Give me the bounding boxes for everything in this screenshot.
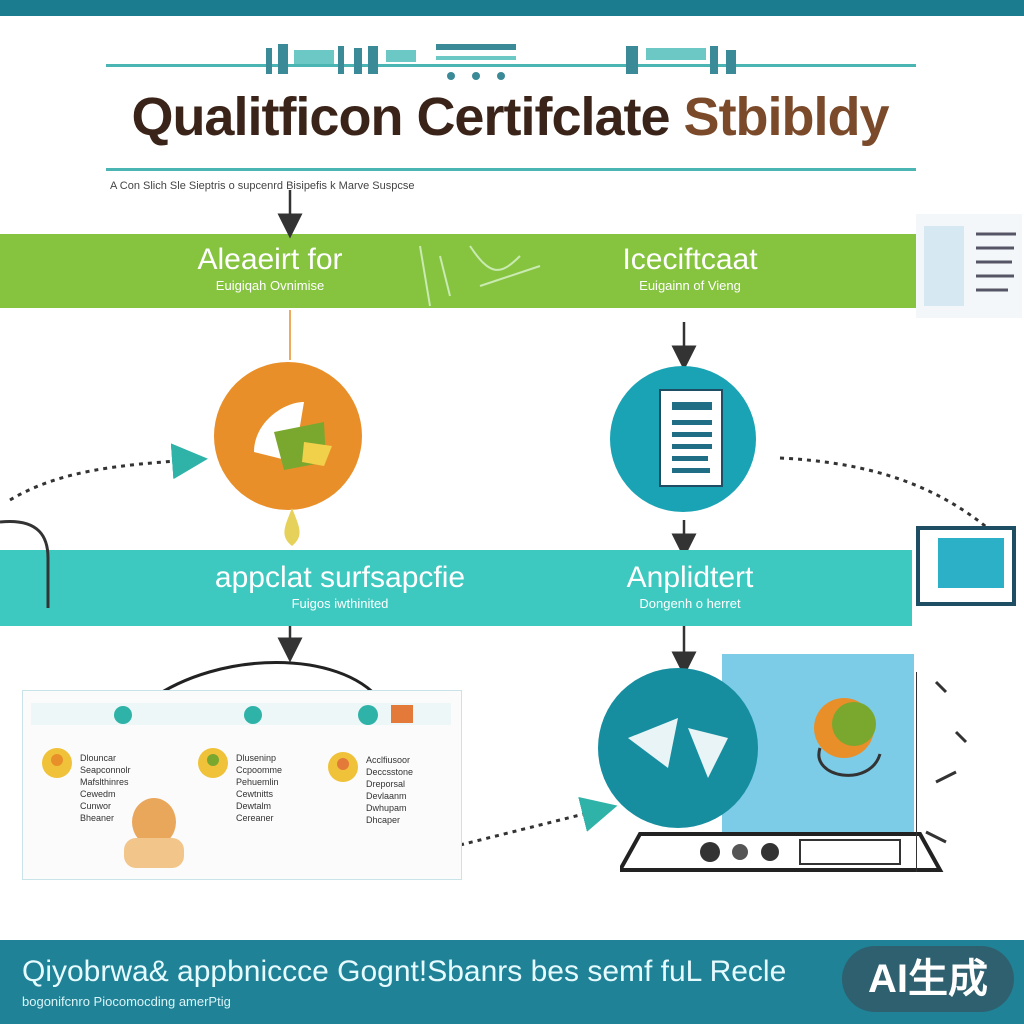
user-avatar-icon <box>42 748 72 778</box>
line: Dlouncar <box>80 753 117 763</box>
band-mid-right: Anplidtert Dongenh o herret <box>580 562 800 614</box>
title-part-3: Stbibldy <box>683 87 890 147</box>
line: Pehuemlin <box>236 777 279 787</box>
ai-generated-badge: AI生成 <box>842 946 1014 1012</box>
band-top-sketch <box>419 245 541 307</box>
band-mid-left-title: appclat surfsapcfie <box>214 561 466 594</box>
line: Mafslthinres <box>80 777 129 787</box>
band-top-left-title: Aleaeirt for <box>197 243 343 276</box>
header-decoration <box>106 44 916 80</box>
gear-icon <box>598 668 758 828</box>
band-mid-right-title: Anplidtert <box>626 561 754 594</box>
band-mid-right-sub: Dongenh o herret <box>639 596 741 611</box>
line: Cunwor <box>80 801 112 811</box>
line: Dluseninp <box>236 753 277 763</box>
footer-brand: Qiyobrwa& appbniccce Gognt!Sbanrs bes se… <box>22 955 787 988</box>
line: Devlaanm <box>366 791 407 801</box>
user-avatar-icon <box>198 748 228 778</box>
line: Seapconnolr <box>80 765 131 775</box>
person-illustration <box>124 798 184 868</box>
panel-toolbar <box>31 703 451 725</box>
line: Cewedm <box>80 789 116 799</box>
applications-panel <box>22 690 462 880</box>
laptop-base <box>620 832 944 872</box>
monitor-icon <box>916 526 1016 606</box>
user-avatar-icon <box>328 752 358 782</box>
line: Dewtalm <box>236 801 272 811</box>
calendar-icon <box>916 672 968 872</box>
band-top-left: Aleaeirt for Euigiqah Ovnimise <box>150 244 390 296</box>
panel-card-3-lines: Acclfiusoor Deccsstone Dreporsal Devlaan… <box>366 754 462 826</box>
band-top-right: Iceciftcaat Euigainn of Vieng <box>570 244 810 296</box>
band-top-right-sub: Euigainn of Vieng <box>639 278 741 293</box>
line: Acclfiusoor <box>366 755 411 765</box>
band-top-left-sub: Euigiqah Ovnimise <box>215 278 325 293</box>
stage-band-middle <box>0 550 912 626</box>
drop-icon <box>284 508 300 546</box>
line: Deccsstone <box>366 767 414 777</box>
leaf-icon <box>214 362 362 510</box>
title-part-2: Certifclate <box>416 87 684 147</box>
band-top-right-title: Iceciftcaat <box>622 243 758 276</box>
line: Cewtnitts <box>236 789 274 799</box>
panel-card-1-lines: Dlouncar Seapconnolr Mafslthinres Cewedm… <box>80 752 180 824</box>
panel-card-2-lines: Dluseninp Ccpoomme Pehuemlin Cewtnitts D… <box>236 752 332 824</box>
mascot-icon <box>814 698 882 777</box>
band-mid-left-sub: Fuigos iwthinited <box>291 596 389 611</box>
footer-brand-sub: bogonifcnro Piocomocding amerPtig <box>22 994 231 1009</box>
line: Cereaner <box>236 813 274 823</box>
page-title: Qualitficon Certifclate Stbibldy <box>70 86 950 148</box>
side-connector <box>0 519 50 608</box>
line: Bheaner <box>80 813 115 823</box>
line: Dhcaper <box>366 815 401 825</box>
top-bar <box>0 0 1024 16</box>
line: Ccpoomme <box>236 765 283 775</box>
title-part-1: Qualitficon <box>131 87 417 147</box>
line: Dreporsal <box>366 779 406 789</box>
line: Dwhupam <box>366 803 407 813</box>
title-divider <box>106 168 916 171</box>
stage-band-top <box>0 234 918 308</box>
band-mid-left: appclat surfsapcfie Fuigos iwthinited <box>160 562 520 614</box>
checklist-icon <box>610 366 756 512</box>
document-icon <box>916 214 1022 318</box>
subtitle: A Con Slich Sle Sieptris o supcenrd Bisi… <box>110 180 415 192</box>
